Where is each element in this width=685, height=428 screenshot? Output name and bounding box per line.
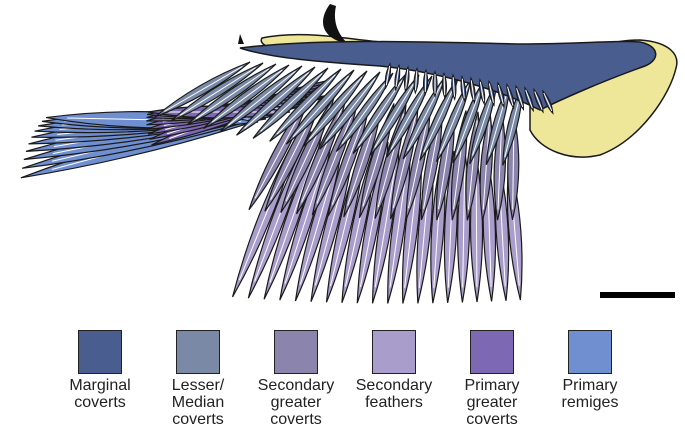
scale-bar (600, 292, 675, 298)
small-claw (238, 34, 244, 44)
legend-swatch (78, 330, 122, 374)
legend-label: Primary remiges (540, 377, 640, 411)
legend-item-primary-remiges: Primary remiges (540, 326, 640, 411)
legend-swatch (568, 330, 612, 374)
feather-rachis (444, 76, 445, 96)
legend-item-secondary-greater-coverts: Secondary greater coverts (246, 326, 346, 428)
legend-item-secondary-feathers: Secondary feathers (344, 326, 444, 411)
legend-swatch (372, 330, 416, 374)
legend: Marginal coverts Lesser/ Median coverts … (0, 326, 685, 427)
legend-swatch (176, 330, 220, 374)
legend-label: Lesser/ Median coverts (148, 377, 248, 428)
feather-rachis (425, 72, 426, 92)
legend-swatch (470, 330, 514, 374)
wing-illustration (0, 0, 685, 320)
legend-item-marginal-coverts: Marginal coverts (50, 326, 150, 411)
legend-label: Secondary greater coverts (246, 377, 346, 428)
legend-label: Secondary feathers (344, 377, 444, 411)
legend-label: Marginal coverts (50, 377, 150, 411)
legend-item-primary-greater-coverts: Primary greater coverts (442, 326, 542, 428)
legend-swatch (274, 330, 318, 374)
legend-label: Primary greater coverts (442, 377, 542, 428)
legend-item-lesser-median-coverts: Lesser/ Median coverts (148, 326, 248, 428)
